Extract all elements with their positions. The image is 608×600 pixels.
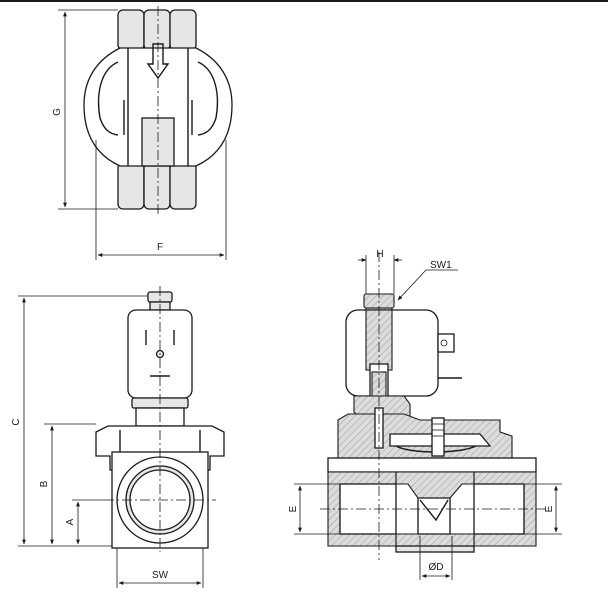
dimension-e-left bbox=[294, 483, 340, 535]
dimension-g bbox=[58, 9, 118, 210]
label-f: F bbox=[157, 242, 163, 253]
label-b: B bbox=[39, 480, 50, 487]
dimension-a bbox=[72, 499, 104, 545]
label-a: A bbox=[65, 518, 76, 525]
dimension-c bbox=[18, 295, 148, 547]
dimension-h bbox=[358, 255, 402, 294]
dimension-sw1 bbox=[397, 269, 458, 301]
top-view bbox=[83, 6, 233, 216]
label-e-right: E bbox=[544, 505, 555, 512]
label-e-left: E bbox=[288, 505, 299, 512]
label-h: H bbox=[376, 249, 383, 260]
label-g: G bbox=[52, 108, 63, 116]
dimension-e-right bbox=[524, 483, 562, 535]
section-view bbox=[320, 252, 546, 560]
label-d: ØD bbox=[429, 562, 444, 573]
dimension-d bbox=[419, 536, 453, 580]
dimension-sw bbox=[116, 548, 204, 588]
label-c: C bbox=[11, 418, 22, 425]
dimension-b bbox=[44, 423, 96, 545]
front-view bbox=[95, 286, 225, 552]
label-sw1: SW1 bbox=[430, 260, 452, 271]
dimension-f bbox=[95, 140, 227, 260]
label-sw: SW bbox=[152, 570, 169, 581]
